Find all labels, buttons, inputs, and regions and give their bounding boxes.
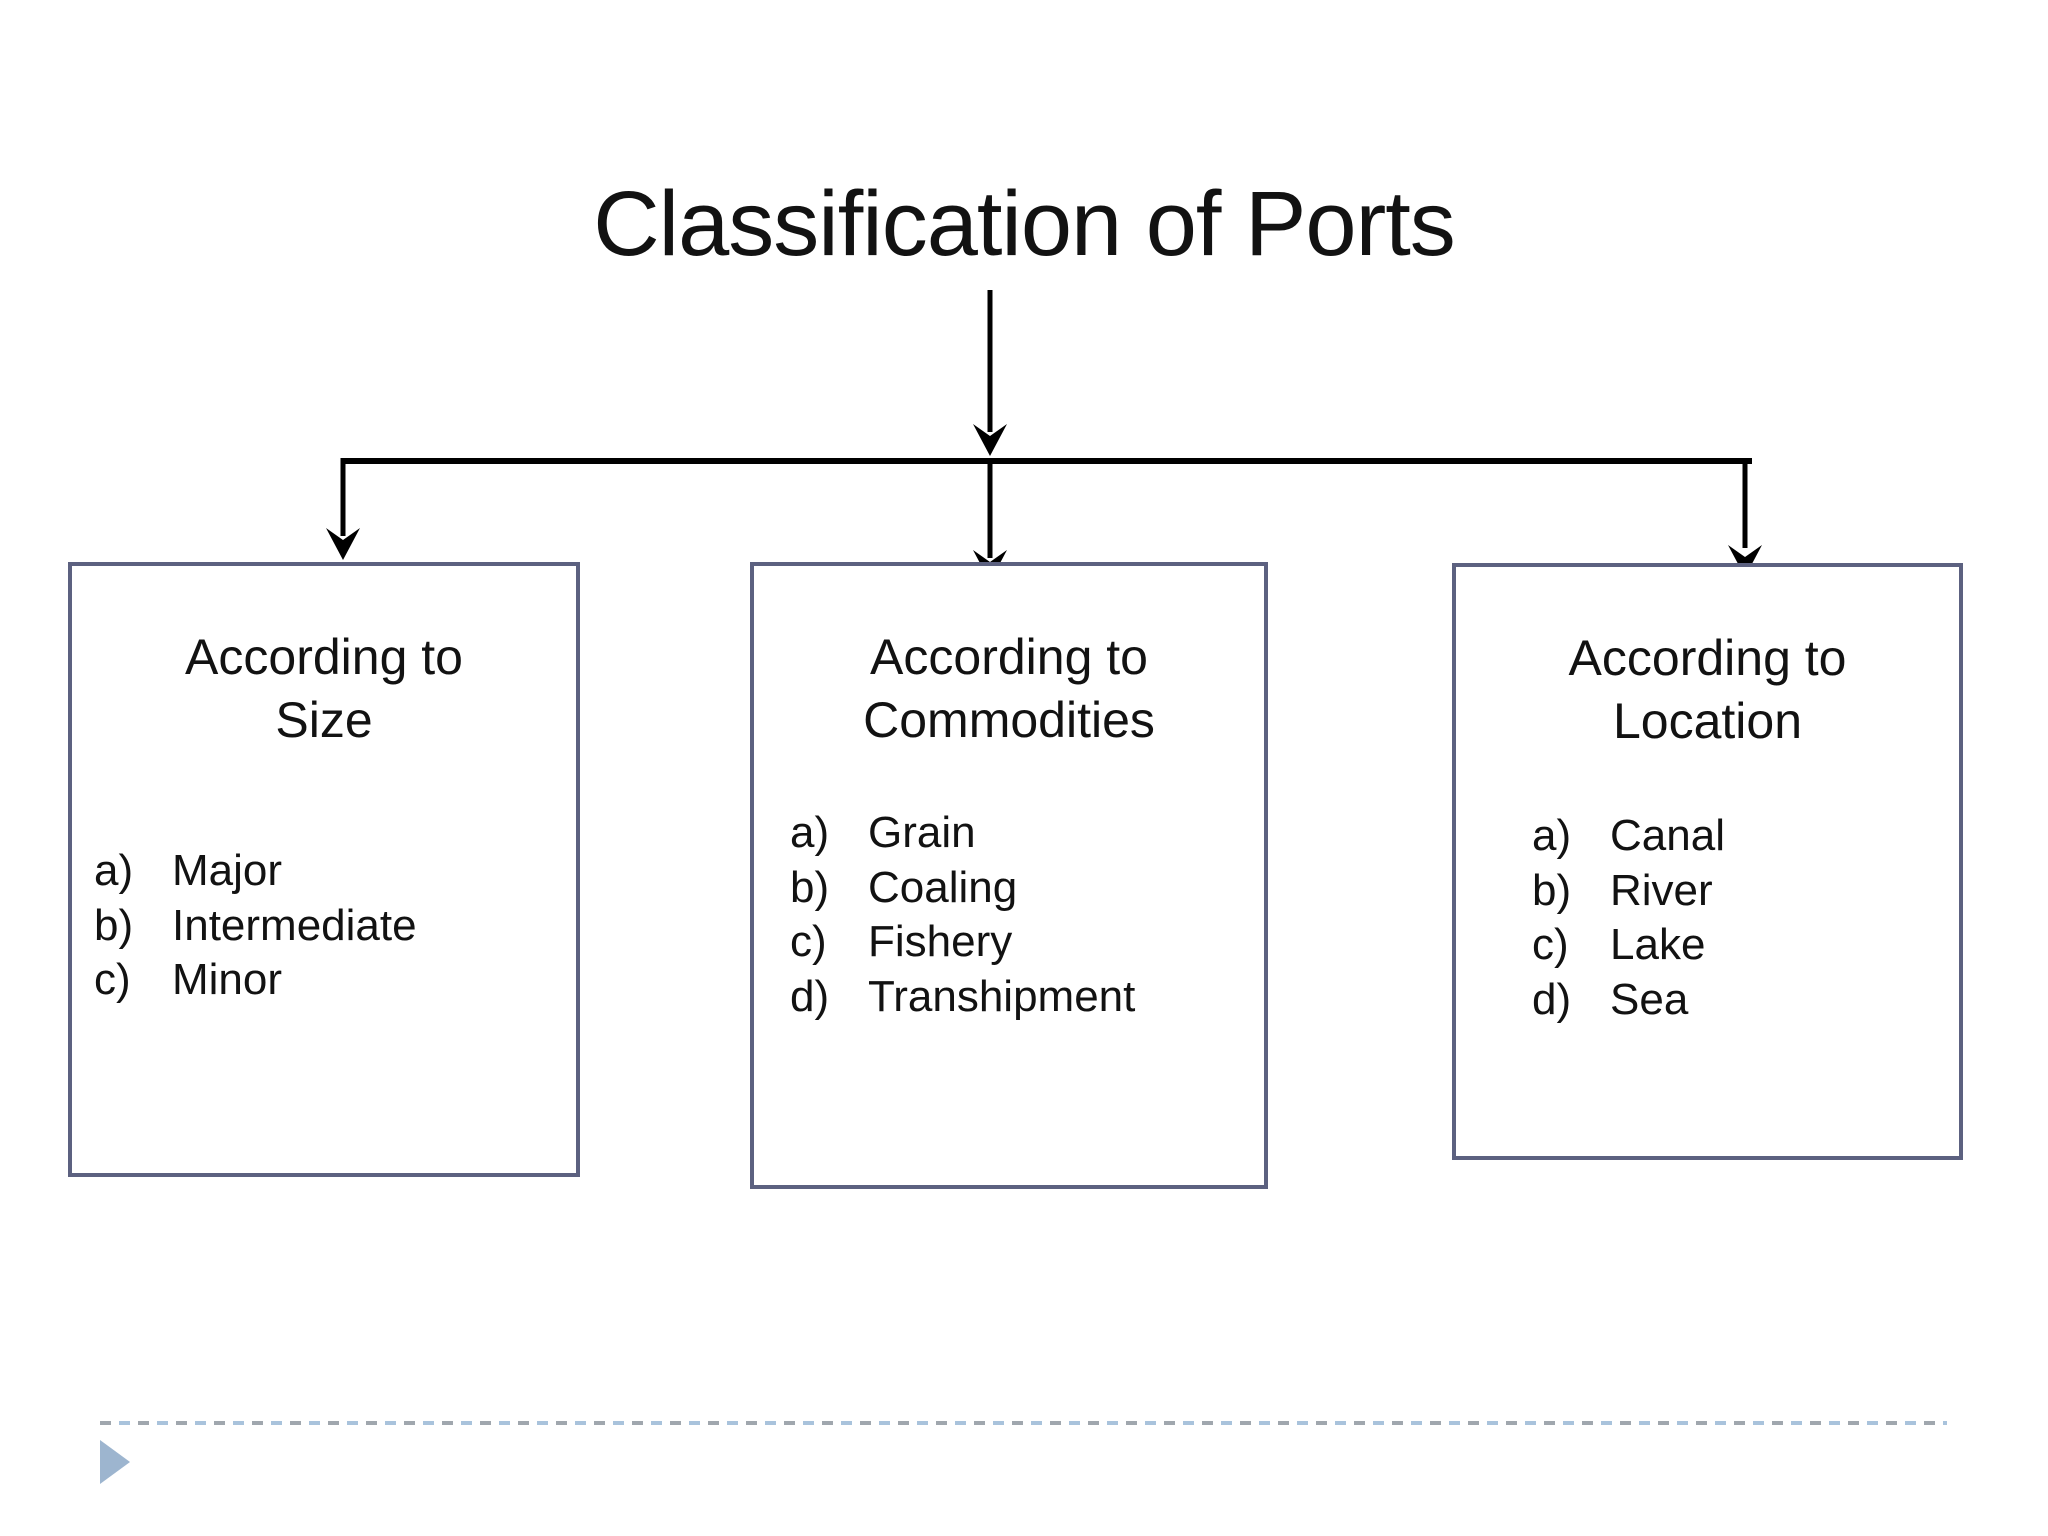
list-item-marker: c) bbox=[790, 917, 827, 967]
category-box-location: According to Location a) Canal b) River … bbox=[1452, 563, 1963, 1160]
list-item-marker: b) bbox=[790, 862, 830, 912]
arrowhead-icon bbox=[326, 528, 360, 560]
box-list: a) Major b) Intermediate c) Minor bbox=[72, 844, 576, 1008]
list-item-text: Lake bbox=[1610, 920, 1706, 970]
list-item: d) Sea bbox=[1532, 973, 1959, 1028]
list-item-text: Transhipment bbox=[868, 971, 1136, 1021]
box-heading-line: According to bbox=[185, 629, 463, 685]
list-item-text: Fishery bbox=[868, 917, 1013, 967]
footer-dashed-divider bbox=[100, 1421, 1947, 1425]
list-item-text: Sea bbox=[1610, 974, 1689, 1024]
category-box-commodities: According to Commodities a) Grain b) Coa… bbox=[750, 562, 1268, 1189]
list-item-marker: a) bbox=[94, 846, 134, 895]
list-item-text: Intermediate bbox=[172, 900, 417, 950]
list-item: a) Grain bbox=[790, 806, 1264, 861]
category-box-size: According to Size a) Major b) Intermedia… bbox=[68, 562, 580, 1177]
list-item: d) Transhipment bbox=[790, 970, 1264, 1025]
list-item-text: Coaling bbox=[868, 862, 1018, 912]
list-item: b) River bbox=[1532, 864, 1959, 919]
list-item-text: Grain bbox=[868, 808, 976, 857]
list-item-text: River bbox=[1610, 865, 1713, 915]
box-heading-line: Commodities bbox=[863, 692, 1155, 748]
list-item-marker: a) bbox=[1532, 811, 1572, 860]
box-list: a) Canal b) River c) Lake d) Sea bbox=[1456, 809, 1959, 1027]
box-heading-line: Size bbox=[275, 692, 373, 748]
list-item-marker: c) bbox=[1532, 920, 1569, 970]
box-heading: According to Location bbox=[1456, 627, 1959, 753]
list-item: c) Minor bbox=[94, 953, 576, 1008]
list-item: a) Canal bbox=[1532, 809, 1959, 864]
list-item-text: Minor bbox=[172, 955, 283, 1005]
list-item: c) Lake bbox=[1532, 918, 1959, 973]
list-item-text: Major bbox=[172, 846, 283, 895]
box-heading-line: According to bbox=[870, 629, 1148, 685]
box-heading-line: According to bbox=[1568, 630, 1847, 686]
slide-title: Classification of Ports bbox=[593, 173, 1456, 275]
box-heading: According to Size bbox=[72, 626, 576, 752]
list-item: b) Intermediate bbox=[94, 899, 576, 954]
box-heading-line: Location bbox=[1612, 693, 1803, 749]
list-item-marker: b) bbox=[94, 900, 134, 950]
box-list: a) Grain b) Coaling c) Fishery d) Transh… bbox=[754, 806, 1264, 1024]
list-item: a) Major bbox=[94, 844, 576, 899]
list-item: c) Fishery bbox=[790, 915, 1264, 970]
footer-triangle-icon bbox=[100, 1440, 130, 1484]
list-item-marker: a) bbox=[790, 808, 830, 857]
arrowhead-icon bbox=[973, 424, 1007, 456]
list-item: b) Coaling bbox=[790, 861, 1264, 916]
box-heading: According to Commodities bbox=[754, 626, 1264, 752]
list-item-marker: b) bbox=[1532, 865, 1572, 915]
list-item-text: Canal bbox=[1610, 811, 1725, 860]
list-item-marker: d) bbox=[1532, 974, 1572, 1024]
list-item-marker: d) bbox=[790, 971, 830, 1021]
list-item-marker: c) bbox=[94, 955, 131, 1005]
